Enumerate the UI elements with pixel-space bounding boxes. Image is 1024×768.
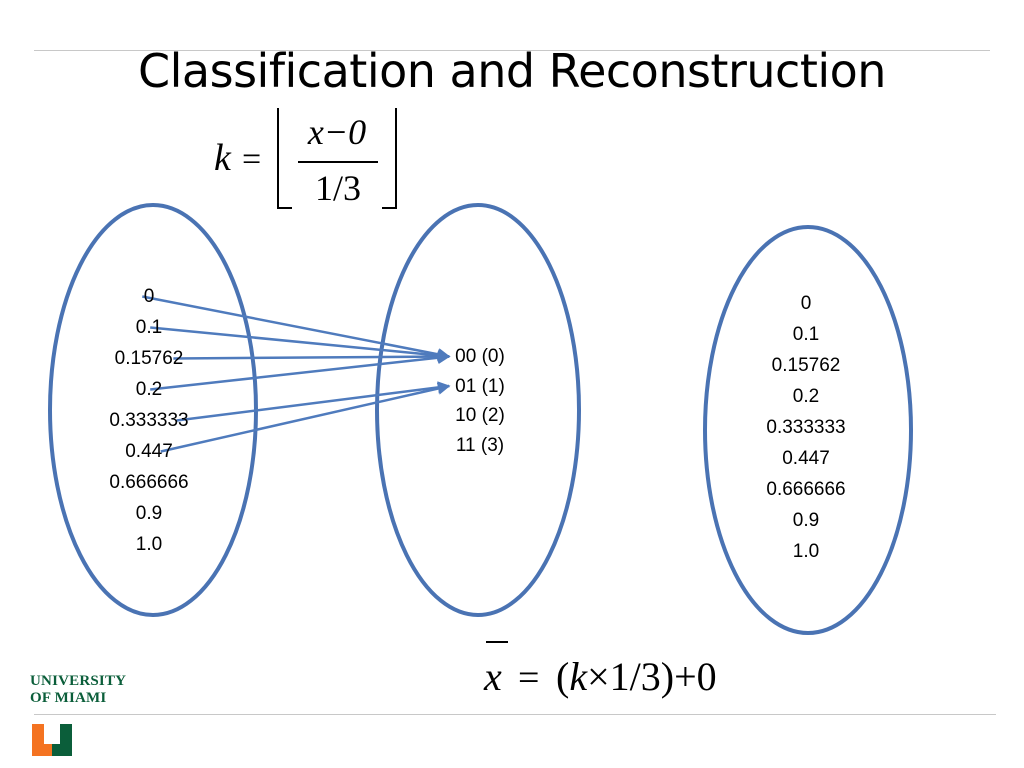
mapping-arrow bbox=[176, 381, 451, 422]
formula-x-lhs: x bbox=[483, 654, 502, 699]
university-logo: UNIVERSITY OF MIAMI bbox=[30, 668, 170, 758]
input-value: 0.15762 bbox=[114, 348, 184, 369]
quantization-formula: k = x−0 1/3 bbox=[214, 108, 397, 209]
input-value: 0.666666 bbox=[109, 472, 189, 493]
input-value: 0.447 bbox=[125, 441, 173, 462]
logo-text-university: UNIVERSITY bbox=[30, 673, 127, 689]
code-value: 10 (2) bbox=[455, 405, 505, 426]
reconstruction-value: 0 bbox=[800, 293, 812, 314]
reconstruction-value: 0.1 bbox=[792, 324, 820, 345]
code-set-ellipse bbox=[375, 203, 581, 617]
u-logo-icon bbox=[32, 724, 72, 756]
input-values-list: 0 0.1 0.15762 0.2 0.333333 0.447 0.666666 0.9 1.… bbox=[88, 281, 210, 560]
logo-text-of-miami: OF MIAMI bbox=[30, 690, 107, 706]
formula-k-denominator: 1/3 bbox=[315, 168, 361, 208]
input-value: 1.0 bbox=[135, 534, 163, 555]
mapping-arrow bbox=[160, 382, 451, 453]
reconstruction-formula: x = (k×1/3)+0 bbox=[483, 641, 717, 699]
mapping-arrow bbox=[150, 326, 451, 362]
mapping-arrow bbox=[173, 350, 451, 363]
mapping-arrow bbox=[150, 351, 451, 391]
reconstruction-value: 0.15762 bbox=[771, 355, 841, 376]
top-divider bbox=[34, 50, 990, 51]
bottom-divider bbox=[34, 714, 996, 715]
input-value: 0.333333 bbox=[109, 410, 189, 431]
reconstruction-values-list: 0 0.1 0.15762 0.2 0.333333 0.447 0.666666 0.9 1.… bbox=[746, 288, 866, 567]
slide-title: Classification and Reconstruction bbox=[138, 44, 886, 98]
reconstruction-value: 0.447 bbox=[782, 448, 830, 469]
formula-k-lhs: k bbox=[214, 137, 232, 179]
formula-k-eq: = bbox=[242, 141, 261, 178]
code-value: 11 (3) bbox=[455, 434, 505, 456]
reconstruction-value: 1.0 bbox=[792, 541, 820, 562]
input-value: 0.9 bbox=[135, 503, 163, 524]
reconstruction-value: 0.666666 bbox=[766, 479, 846, 500]
reconstruction-value: 0.333333 bbox=[766, 417, 846, 438]
reconstruction-value: 0.9 bbox=[792, 510, 820, 531]
input-value: 0.1 bbox=[135, 317, 163, 338]
code-value: 00 (0) bbox=[455, 346, 505, 367]
reconstruction-set-ellipse bbox=[703, 225, 913, 635]
reconstruction-value: 0.2 bbox=[792, 386, 820, 407]
code-value: 01 (1) bbox=[455, 375, 505, 397]
mapping-arrow bbox=[142, 295, 451, 361]
mapping-arrows bbox=[142, 295, 451, 453]
formula-x-eq: = bbox=[518, 657, 539, 699]
input-value: 0.2 bbox=[135, 379, 163, 400]
floor-bracket-right bbox=[382, 108, 397, 209]
formula-x-expr: (k×1/3)+0 bbox=[556, 654, 717, 699]
code-values-list: 00 (0) 01 (1) 10 (2) 11 (3) bbox=[440, 342, 520, 460]
floor-bracket-left bbox=[277, 108, 292, 209]
formula-k-numerator: x−0 bbox=[307, 112, 366, 152]
input-value: 0 bbox=[143, 286, 155, 307]
